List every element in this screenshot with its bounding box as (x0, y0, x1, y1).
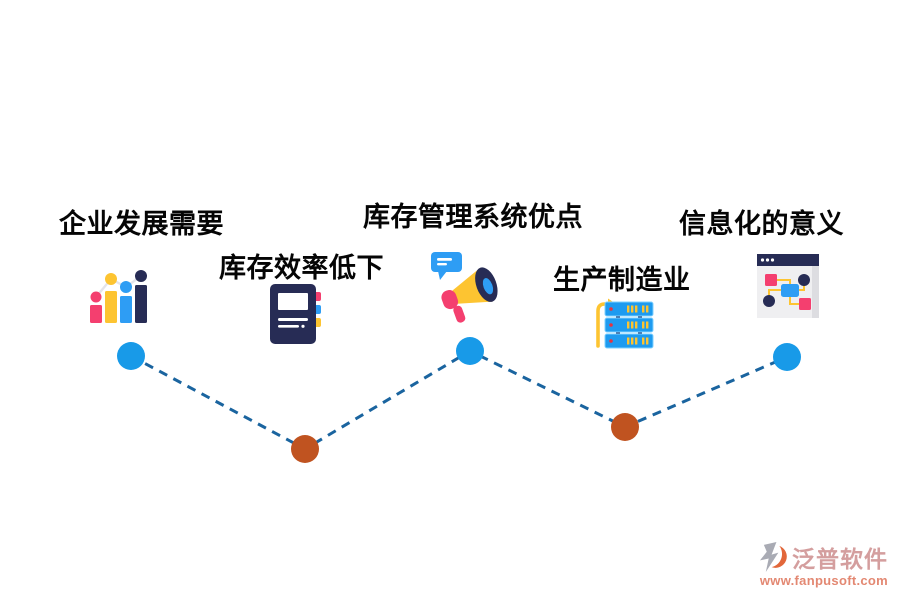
server-stack-icon (589, 295, 655, 353)
timeline-dot (456, 337, 484, 365)
node-label-enterprise-development: 企业发展需要 (59, 209, 224, 239)
people-bar-chart-icon (88, 265, 152, 325)
timeline-dot (773, 343, 801, 371)
node-label-system-advantages: 库存管理系统优点 (363, 202, 583, 232)
browser-flowchart-icon (757, 254, 819, 318)
node-label-informatization: 信息化的意义 (679, 209, 844, 239)
megaphone-icon (428, 252, 512, 328)
fanpu-logo-icon (760, 541, 787, 572)
notebook-icon (270, 284, 322, 346)
watermark-url: www.fanpusoft.com (759, 573, 888, 588)
timeline-dot (291, 435, 319, 463)
node-label-manufacturing: 生产制造业 (553, 265, 691, 295)
watermark-brand: 泛普软件 (792, 546, 888, 572)
node-label-inventory-efficiency: 库存效率低下 (219, 253, 384, 283)
watermark: 泛普软件 www.fanpusoft.com (760, 540, 888, 588)
timeline-dot (611, 413, 639, 441)
timeline-dot (117, 342, 145, 370)
